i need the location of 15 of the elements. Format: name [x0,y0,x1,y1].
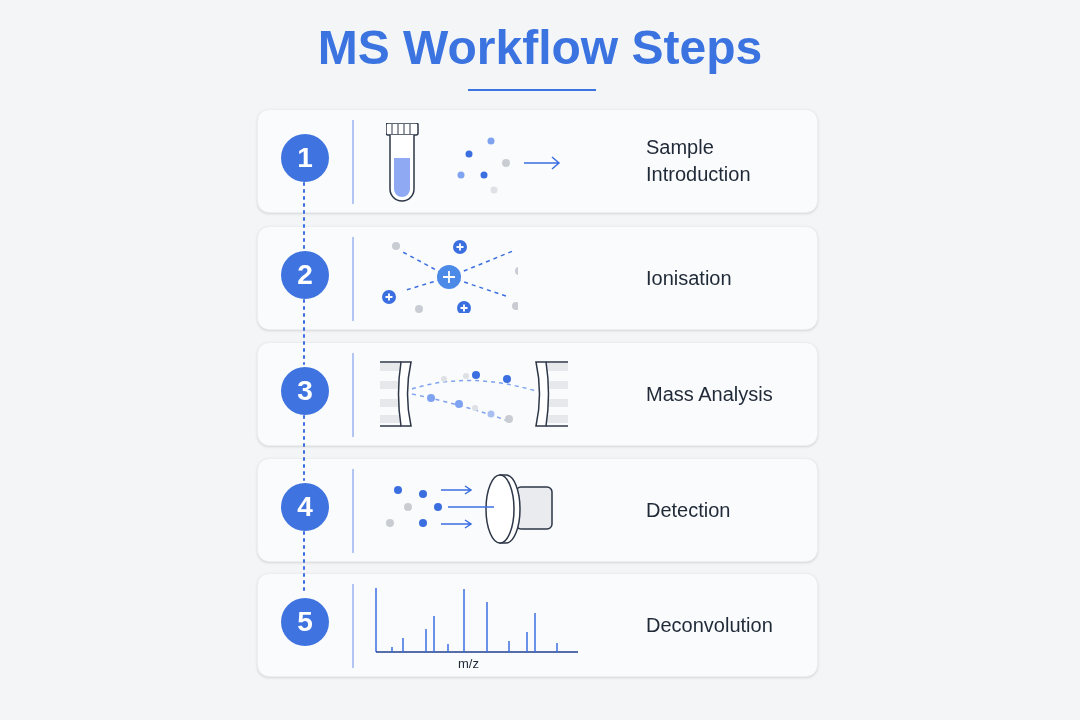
dotted-connector [303,182,305,249]
title: MS Workflow Steps [317,20,763,76]
step-card [257,573,818,677]
step-label: Mass Analysis [646,381,774,407]
step-label: Ionisation [646,265,733,291]
dotted-connector [303,415,305,481]
axis-label: m/z [458,656,479,672]
step-card [257,458,818,562]
step-label: Sample Introduction [646,135,752,187]
step-card [257,342,818,446]
step-card [257,109,818,213]
step-label: Deconvolution [646,612,774,638]
step-label: Detection [646,497,732,523]
dotted-connector [303,299,305,365]
step-card [257,226,818,330]
